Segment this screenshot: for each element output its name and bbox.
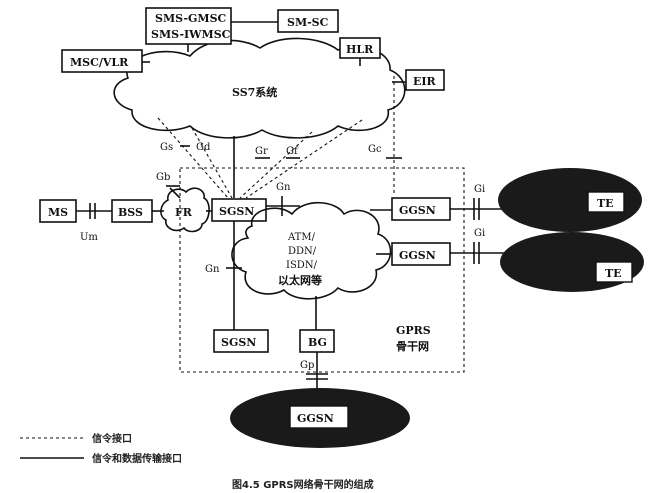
bss-box: BSS [111, 199, 153, 223]
ggsn-2-box: GGSN [391, 242, 451, 266]
legend-signaling-data: 信令和数据传输接口 [92, 452, 182, 465]
if-gn-top: Gn [276, 182, 291, 193]
sgsn-bottom-label: SGSN [221, 336, 256, 349]
bg-box: BG [299, 329, 335, 353]
sms-iwmsc-label: SMS-IWMSC [151, 28, 231, 41]
sgsn-top-label: SGSN [219, 205, 254, 218]
cloud-line-2: DDN/ [288, 246, 317, 257]
if-gd: Gd [196, 142, 211, 153]
gprs-label-1: GPRS [396, 324, 431, 337]
ggsn-1-label: GGSN [399, 204, 436, 217]
bss-label: BSS [118, 206, 143, 219]
if-gc: Gc [368, 144, 382, 155]
if-gi-2: Gi [474, 228, 485, 239]
if-gp: Gp [300, 360, 314, 371]
te-1-network: TE [498, 168, 642, 232]
sms-gmsc-box: SMS-GMSC SMS-IWMSC [145, 7, 232, 45]
te-2-network: TE [500, 232, 644, 292]
if-gf: Gf [286, 146, 299, 157]
hlr-box: HLR [339, 37, 381, 59]
eir-label: EIR [413, 75, 437, 88]
te-2-label: TE [605, 267, 622, 280]
gprs-label-2: 骨干网 [396, 340, 429, 353]
msc-vlr-label: MSC/VLR [70, 56, 129, 69]
legend-signaling: 信令接口 [92, 432, 132, 445]
cloud-line-1: ATM/ [287, 232, 316, 243]
cloud-line-4: 以太网等 [278, 273, 322, 287]
if-gi-1: Gi [474, 184, 485, 195]
if-um: Um [80, 232, 98, 243]
legend: 信令接口 信令和数据传输接口 [20, 432, 182, 465]
msc-vlr-box: MSC/VLR [61, 49, 143, 73]
sm-sc-box: SM-SC [277, 9, 339, 33]
signaling-lines [157, 76, 395, 199]
ss7-label: SS7系统 [232, 85, 277, 99]
sms-gmsc-label: SMS-GMSC [155, 12, 227, 25]
fr-cloud: FR [160, 187, 210, 233]
if-gn-left: Gn [205, 264, 220, 275]
cloud-line-3: ISDN/ [286, 260, 318, 271]
backbone-cloud: ATM/ DDN/ ISDN/ 以太网等 [231, 202, 392, 300]
sgsn-top-box: SGSN [211, 198, 267, 222]
ggsn-1-box: GGSN [391, 197, 451, 221]
te-1-label: TE [597, 197, 614, 210]
ms-box: MS [39, 199, 77, 223]
figure-caption: 图4.5 GPRS网络骨干网的组成 [232, 478, 374, 491]
ggsn-2-label: GGSN [399, 249, 436, 262]
if-gs: Gs [160, 142, 173, 153]
eir-box: EIR [405, 69, 445, 91]
hlr-label: HLR [346, 43, 374, 56]
ggsn-bottom-label: GGSN [297, 412, 334, 425]
sgsn-bottom-box: SGSN [213, 329, 269, 353]
gprs-backbone-boundary [179, 167, 465, 373]
bg-label: BG [308, 336, 327, 349]
if-gb: Gb [156, 172, 170, 183]
ms-label: MS [48, 206, 68, 219]
sm-sc-label: SM-SC [287, 16, 329, 29]
if-gr: Gr [255, 146, 268, 157]
fr-label: FR [175, 206, 193, 219]
ggsn-bottom-network: GGSN [230, 388, 410, 448]
